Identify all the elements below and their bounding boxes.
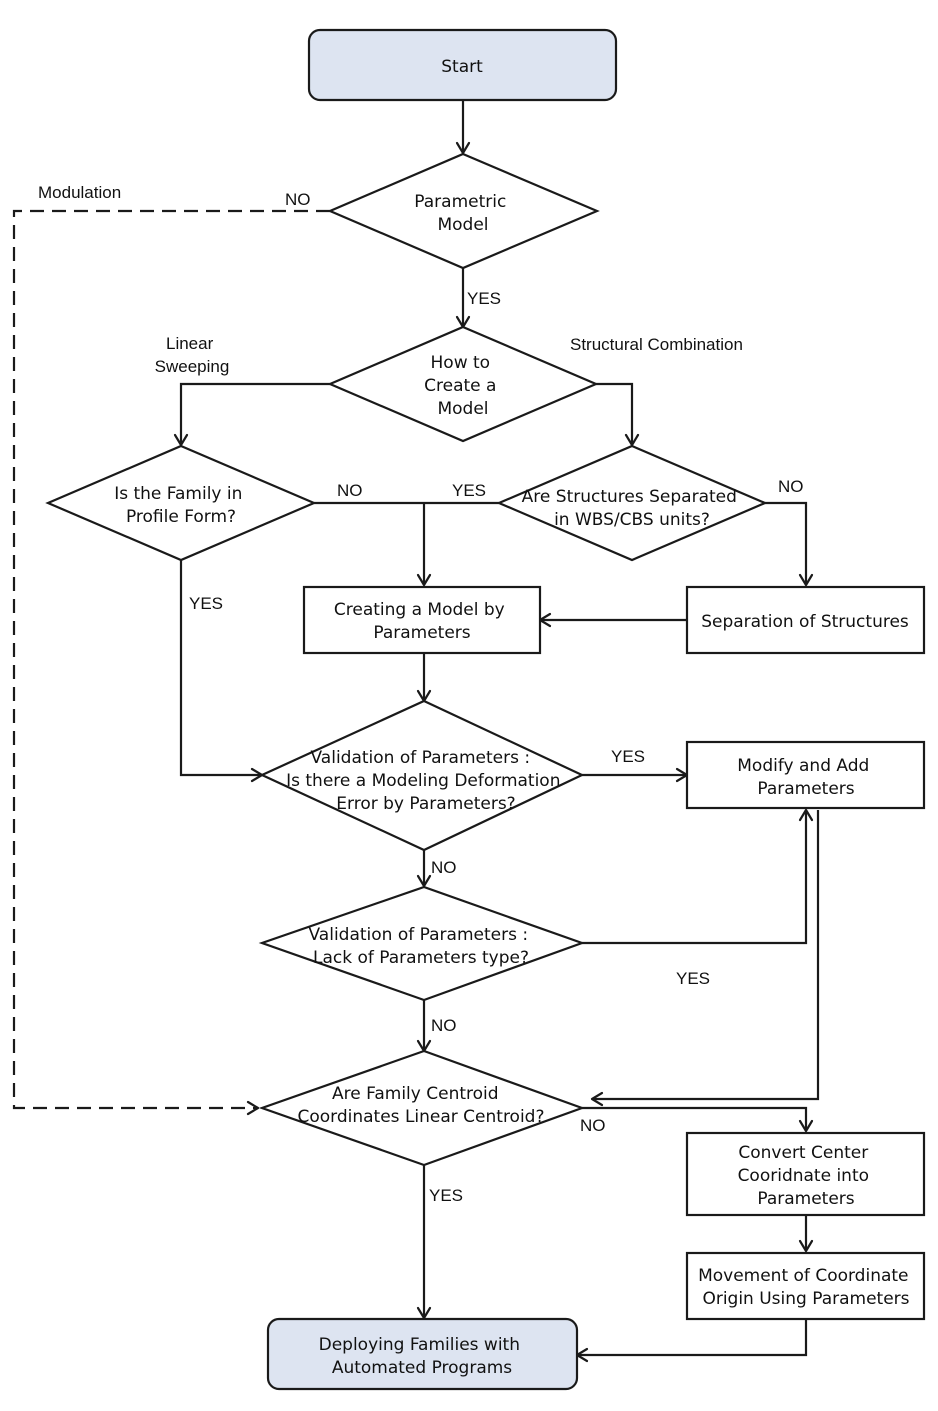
- structures-line-1: Are Structures Separated: [522, 487, 737, 507]
- svg-text:Deploying Families with: Deploying Families with Automated Progra…: [319, 1335, 526, 1378]
- deformation-line-1: Validation of Parameters :: [311, 748, 531, 768]
- label-no-lack: NO: [431, 1016, 457, 1035]
- modify-line-2: Parameters: [757, 779, 854, 799]
- label-yes-profile: YES: [189, 594, 223, 613]
- how-to-create-decision: How to Create a Model: [327, 325, 599, 443]
- edge-profile-yes-to-validation: [179, 560, 262, 777]
- label-yes-deformation: YES: [611, 747, 645, 766]
- parametric-line-2: Model: [437, 215, 488, 235]
- svg-text:Creating a Model by Pa: Creating a Model by Parameters: [334, 600, 510, 643]
- label-linear-sweeping: Linear Sweeping: [155, 334, 230, 376]
- arrowhead: [798, 573, 814, 587]
- svg-text:Validation of Parameters :: Validation of Parameters : Lack of Param…: [309, 925, 534, 968]
- lack-line-2: Lack of Parameters type?: [313, 948, 529, 968]
- edge-modify-to-centroid: [592, 810, 820, 1101]
- label-yes-centroid: YES: [429, 1186, 463, 1205]
- label-yes-parametric: YES: [467, 289, 501, 308]
- label-modulation: Modulation: [38, 183, 121, 202]
- profile-line-1: Is the Family in: [114, 484, 242, 504]
- edge-modulation-dashed: [12, 209, 330, 1110]
- label-linear: Linear: [166, 334, 214, 353]
- validation-lack-decision: Validation of Parameters : Lack of Param…: [258, 885, 586, 1002]
- convert-center-process: Convert Center Cooridnate into Parameter…: [685, 1131, 926, 1217]
- deploying-line-1: Deploying Families with: [319, 1335, 520, 1355]
- label-no-parametric: NO: [285, 190, 311, 209]
- label-structural-combination: Structural Combination: [570, 335, 743, 354]
- svg-text:Start: Start: [441, 57, 483, 77]
- separation-line-1: Separation of Structures: [701, 612, 909, 632]
- start-text: Start: [441, 57, 483, 77]
- creating-model-process: Creating a Model by Parameters: [302, 585, 542, 655]
- convert-line-1: Convert Center: [738, 1143, 868, 1163]
- creating-line-1: Creating a Model by: [334, 600, 505, 620]
- label-no-deformation: NO: [431, 858, 457, 877]
- arrowhead: [798, 1119, 814, 1133]
- centroid-line-2: Coordinates Linear Centroid?: [297, 1107, 544, 1127]
- start-terminal: Start: [307, 28, 618, 102]
- label-no-profile: NO: [337, 481, 363, 500]
- svg-text:Are Family Centroid Co: Are Family Centroid Coordinates Linear C…: [297, 1084, 544, 1127]
- howto-line-1: How to: [431, 353, 491, 373]
- label-no-centroid: NO: [580, 1116, 606, 1135]
- svg-text:Validation of Parameters :: Validation of Parameters : Is there a Mo…: [286, 748, 566, 814]
- movement-origin-process: Movement of Coordinate Origin Using Para…: [685, 1251, 926, 1321]
- separation-process: Separation of Structures: [685, 585, 926, 655]
- arrowhead: [798, 808, 814, 822]
- parametric-model-decision: Parametric Model: [327, 152, 600, 270]
- edge-howto-to-profile: [179, 382, 330, 445]
- lack-line-1: Validation of Parameters :: [309, 925, 529, 945]
- convert-line-3: Parameters: [757, 1189, 854, 1209]
- modify-line-1: Modify and Add: [737, 756, 869, 776]
- label-yes-structures: YES: [452, 481, 486, 500]
- svg-text:Convert Center Cooridn: Convert Center Cooridnate into Parameter…: [738, 1143, 875, 1209]
- svg-text:Are Structures Separated: Are Structures Separated in WBS/CBS unit…: [522, 487, 743, 530]
- convert-line-2: Cooridnate into: [738, 1166, 869, 1186]
- howto-line-2: Create a: [424, 376, 496, 396]
- movement-line-2: Origin Using Parameters: [702, 1289, 909, 1309]
- deploying-line-2: Automated Programs: [332, 1358, 512, 1378]
- modify-add-process: Modify and Add Parameters: [685, 740, 926, 810]
- movement-line-1: Movement of Coordinate: [698, 1266, 908, 1286]
- svg-text:Is the Family in Profi: Is the Family in Profile Form?: [114, 484, 248, 527]
- parametric-line-1: Parametric: [414, 192, 506, 212]
- centroid-decision: Are Family Centroid Coordinates Linear C…: [258, 1049, 586, 1167]
- deploying-terminal: Deploying Families with Automated Progra…: [266, 1317, 579, 1391]
- svg-text:Separation of Structures: Separation of Structures: [701, 612, 909, 632]
- svg-text:How to Create a: How to Create a Model: [424, 353, 502, 419]
- svg-text:Parametric Model: Parametric Model: [414, 192, 511, 235]
- profile-line-2: Profile Form?: [126, 507, 236, 527]
- label-sweeping: Sweeping: [155, 357, 230, 376]
- edge-movement-to-deploying: [577, 1319, 808, 1357]
- label-yes-lack: YES: [676, 969, 710, 988]
- validation-deformation-decision: Validation of Parameters : Is there a Mo…: [259, 699, 585, 852]
- family-profile-decision: Is the Family in Profile Form?: [45, 444, 317, 562]
- arrowhead: [416, 573, 432, 587]
- howto-line-3: Model: [437, 399, 488, 419]
- arrowhead: [798, 1239, 814, 1253]
- svg-text:Modify and Add Paramet: Modify and Add Parameters: [737, 756, 874, 799]
- edge-structures-to-separation: [765, 501, 808, 585]
- edge-lack-yes-to-modify: [582, 810, 808, 945]
- deformation-line-2: Is there a Modeling Deformation: [286, 771, 560, 791]
- deformation-line-3: Error by Parameters?: [336, 794, 515, 814]
- edge-centroid-no-to-convert: [582, 1106, 808, 1131]
- edge-howto-to-structures: [596, 382, 634, 445]
- centroid-line-1: Are Family Centroid: [332, 1084, 499, 1104]
- creating-line-2: Parameters: [373, 623, 470, 643]
- arrowhead: [590, 1091, 604, 1107]
- nodes: Start Parametric Model How to Create a M…: [45, 28, 926, 1391]
- svg-text:Movement of Coordinate: Movement of Coordinate Origin Using Para…: [698, 1266, 914, 1309]
- structures-line-2: in WBS/CBS units?: [554, 510, 710, 530]
- arrowhead: [246, 1100, 260, 1116]
- structures-separated-decision: Are Structures Separated in WBS/CBS unit…: [496, 444, 768, 562]
- label-no-structures: NO: [778, 477, 804, 496]
- edge-labels: Modulation NO YES Linear Sweeping Struct…: [38, 183, 804, 1205]
